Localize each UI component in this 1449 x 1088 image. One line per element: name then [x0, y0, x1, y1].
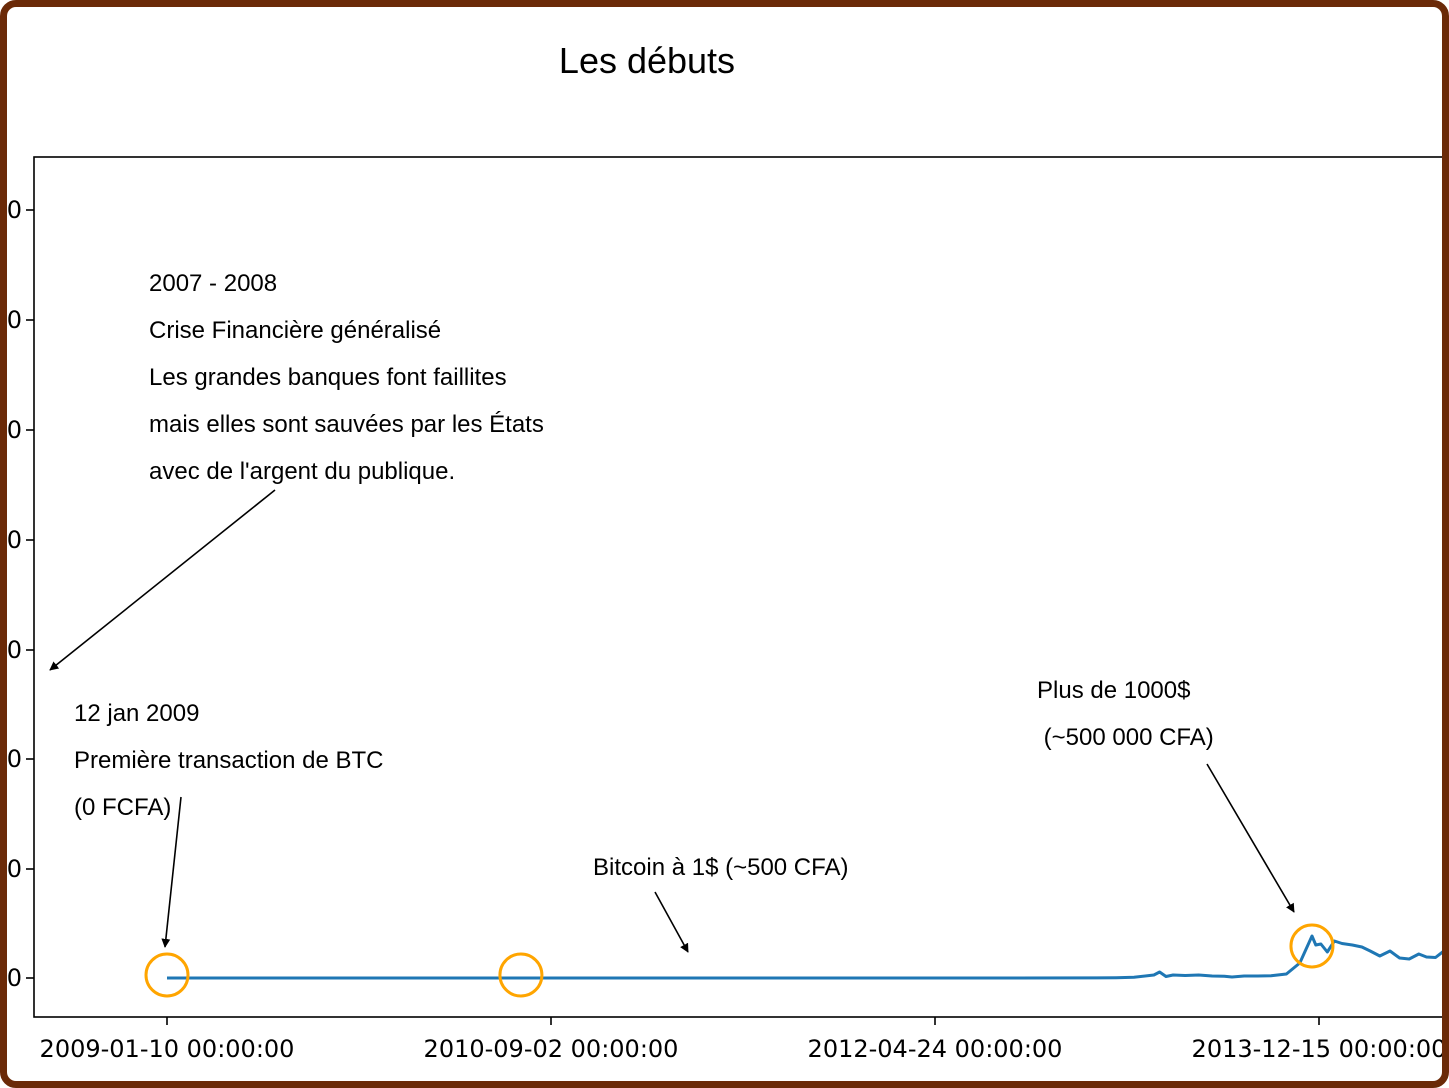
annotation-over-1000: Plus de 1000$ (~500 000 CFA) [1037, 677, 1295, 913]
annotation-crisis-line-3: Les grandes banques font faillites [149, 364, 507, 391]
annotation-first-transaction-line-1: 12 jan 2009 [74, 700, 199, 727]
annotation-crisis-line-5: avec de l'argent du publique. [149, 458, 455, 485]
highlight-circle [144, 952, 190, 998]
annotation-one-dollar: Bitcoin à 1$ (~500 CFA) [593, 854, 848, 953]
y-tick-label: 0 [7, 855, 22, 883]
annotation-over-1000-line-1: Plus de 1000$ [1037, 677, 1190, 704]
x-tick-label: 2009-01-10 00:00:00 [40, 1035, 295, 1063]
y-tick-label: 0 [7, 416, 22, 444]
highlight-circle [1289, 923, 1335, 969]
annotation-first-transaction: 12 jan 2009 Première transaction de BTC … [74, 700, 383, 948]
annotation-crisis-line-4: mais elles sont sauvées par les États [149, 411, 544, 438]
x-tick-label: 2010-09-02 00:00:00 [424, 1035, 679, 1063]
annotation-first-transaction-line-2: Première transaction de BTC [74, 747, 383, 774]
annotation-first-transaction-arrow [161, 796, 182, 948]
series-line [167, 934, 1442, 980]
y-tick-label: 0 [7, 745, 22, 773]
annotation-over-1000-line-2: (~500 000 CFA) [1037, 724, 1214, 751]
x-tick-label: 2012-04-24 00:00:00 [808, 1035, 1063, 1063]
annotation-one-dollar-arrow [654, 891, 689, 953]
chart-title: Les débuts [559, 40, 735, 81]
x-tick-label: 2013-12-15 00:00:00 [1192, 1035, 1442, 1063]
y-tick-label: 0 [7, 964, 22, 992]
annotation-crisis-line-1: 2007 - 2008 [149, 270, 277, 297]
annotation-crisis-line-2: Crise Financière généralisé [149, 317, 441, 344]
annotation-one-dollar-line-1: Bitcoin à 1$ (~500 CFA) [593, 854, 848, 881]
annotation-first-transaction-line-3: (0 FCFA) [74, 794, 171, 821]
y-tick-label: 0 [7, 306, 22, 334]
y-axis: 0 0 0 0 0 0 0 0 [7, 196, 34, 992]
y-tick-label: 0 [7, 196, 22, 224]
x-axis: 2009-01-10 00:00:00 2010-09-02 00:00:00 20… [40, 1017, 1442, 1063]
y-tick-label: 0 [7, 636, 22, 664]
annotation-crisis-arrow [49, 489, 276, 671]
y-tick-label: 0 [7, 526, 22, 554]
annotation-over-1000-arrow [1206, 763, 1295, 913]
highlight-circle [498, 952, 544, 998]
plot-frame [33, 156, 1442, 1018]
annotation-crisis: 2007 - 2008 Crise Financière généralisé … [49, 270, 544, 671]
highlight-circles [144, 923, 1335, 998]
